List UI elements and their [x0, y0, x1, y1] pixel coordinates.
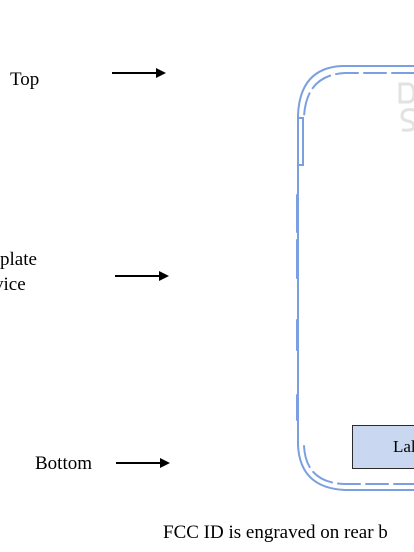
- label-area: Lal: [352, 425, 414, 469]
- plate-label-line1: plate: [0, 249, 37, 270]
- right-arrow-icon: [116, 458, 170, 468]
- bottom-label: Bottom: [35, 453, 93, 474]
- watermark-fragment: [398, 82, 414, 132]
- right-arrow-icon: [115, 271, 169, 281]
- top-label: Top: [10, 69, 40, 90]
- plate-label-line2: vice: [0, 274, 26, 295]
- fcc-caption: FCC ID is engraved on rear b: [163, 522, 388, 543]
- right-arrow-icon: [112, 68, 166, 78]
